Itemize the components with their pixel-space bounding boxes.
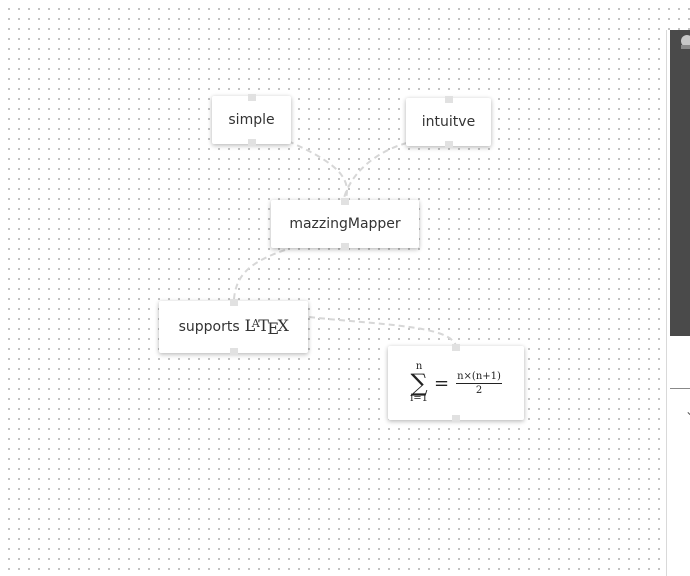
edge-supports-formula [308, 316, 457, 347]
panel-handle-bar [681, 45, 690, 49]
node-label: supports [178, 319, 240, 335]
node-port-bottom[interactable] [452, 415, 460, 422]
node-label: simple [228, 112, 275, 128]
node-port-bottom[interactable] [229, 348, 238, 355]
node-port-top[interactable] [444, 96, 453, 103]
node-port-top[interactable] [452, 344, 460, 351]
side-panel-header [670, 30, 690, 336]
fraction-denominator: 2 [475, 384, 483, 396]
fraction-numerator: n×(n+1) [456, 370, 502, 384]
node-port-bottom[interactable] [341, 243, 349, 250]
sigma-symbol: ∑ [410, 369, 428, 397]
node-formula[interactable]: n ∑ i=1 = n×(n+1) 2 [388, 344, 524, 422]
latex-logo: LATEX [244, 316, 289, 338]
node-port-top[interactable] [341, 198, 349, 205]
sum-formula: n ∑ i=1 = n×(n+1) 2 [410, 362, 502, 404]
node-port-bottom[interactable] [247, 139, 256, 146]
node-port-top[interactable] [229, 299, 238, 306]
node-port-top[interactable] [247, 94, 256, 101]
node-label: mazzingMapper [289, 216, 401, 232]
node-mazzingmapper[interactable]: mazzingMapper [271, 198, 419, 250]
edge-simple-mazzingmapper [287, 140, 348, 199]
side-panel: ⌄ [666, 30, 690, 576]
fraction: n×(n+1) 2 [456, 371, 502, 396]
equals-sign: = [434, 372, 450, 394]
edge-mazzingmapper-supports [233, 249, 286, 300]
node-simple[interactable]: simple [212, 94, 291, 146]
panel-handle-icon[interactable] [681, 35, 690, 47]
chevron-down-icon[interactable]: ⌄ [685, 404, 690, 418]
edge-intuitve-mazzingmapper [343, 142, 408, 199]
node-supports-latex[interactable]: supports LATEX [159, 299, 308, 355]
sum-lower-limit: i=1 [410, 393, 429, 404]
sum-upper-limit: n [415, 361, 423, 372]
panel-divider [670, 388, 690, 389]
node-intuitve[interactable]: intuitve [406, 96, 491, 148]
node-port-bottom[interactable] [444, 141, 453, 148]
summation: n ∑ i=1 [410, 362, 428, 404]
node-label: intuitve [421, 114, 476, 130]
